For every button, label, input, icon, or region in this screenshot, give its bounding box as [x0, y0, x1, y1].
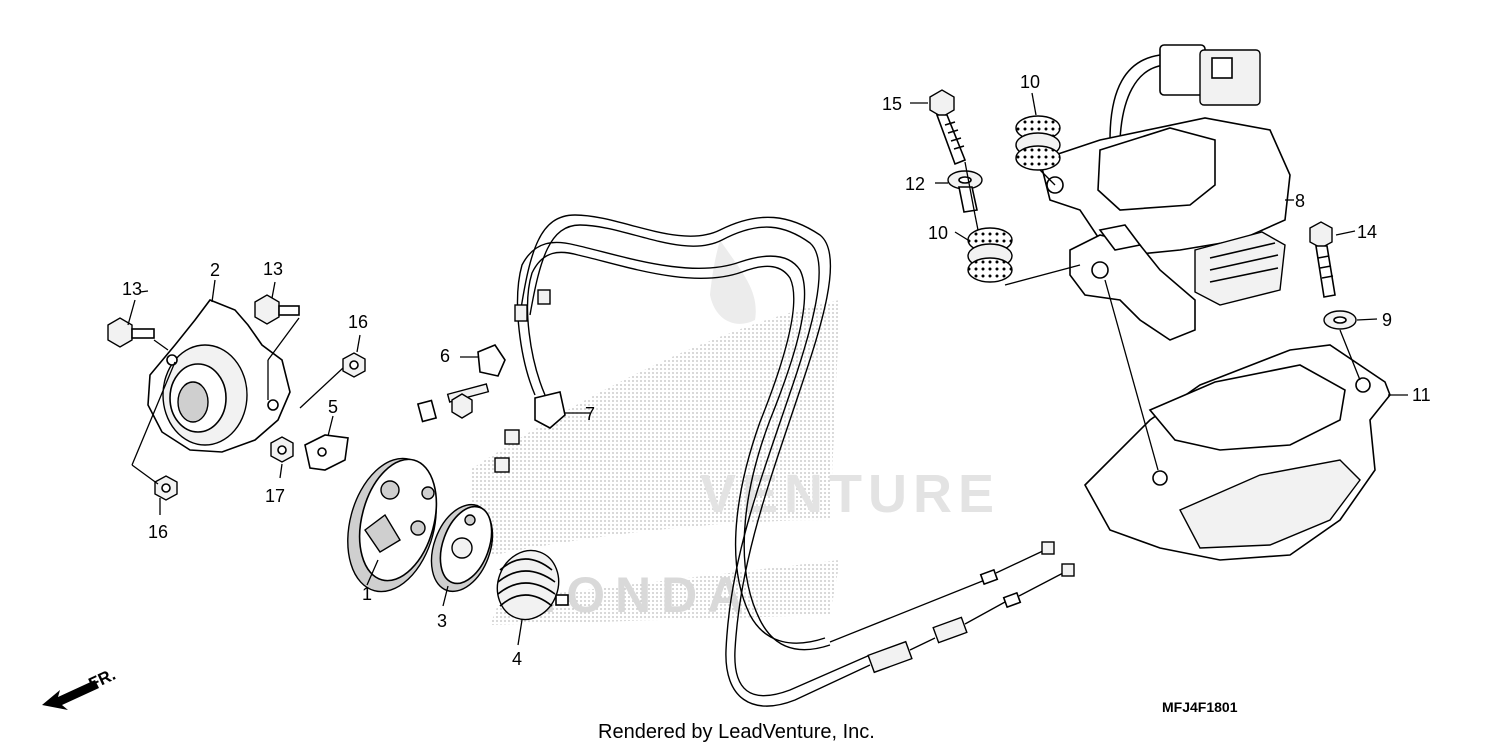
- callout-14: 14: [1357, 222, 1377, 242]
- bolt-13-left: [107, 317, 155, 348]
- bolt-14: [1309, 221, 1336, 298]
- cable-end-fitting-upper: [867, 563, 1075, 674]
- callout-13-right: 13: [263, 259, 283, 279]
- callout-12: 12: [905, 174, 925, 194]
- bracket-11: [1084, 344, 1391, 561]
- pulley-cover-plate: [147, 299, 291, 453]
- diagram-code: MFJ4F1801: [1162, 699, 1238, 715]
- front-direction-indicator: FR.: [42, 665, 119, 710]
- callout-5: 5: [328, 397, 338, 417]
- callout-6: 6: [440, 346, 450, 366]
- callout-1: 1: [362, 584, 372, 604]
- callout-9: 9: [1382, 310, 1392, 330]
- callout-10-lower: 10: [928, 223, 948, 243]
- throttle-actuator-body: [1039, 117, 1291, 341]
- callout-13-left: 13: [122, 279, 142, 299]
- callout-4: 4: [512, 649, 522, 669]
- callout-17: 17: [265, 486, 285, 506]
- lock-plate-5: [304, 434, 349, 471]
- credit-text: Rendered by LeadVenture, Inc.: [598, 721, 875, 743]
- callout-7: 7: [585, 404, 595, 424]
- callout-15: 15: [882, 94, 902, 114]
- washer-9: [1323, 310, 1357, 330]
- nut-17: [270, 436, 294, 463]
- grommet-10-upper: [1015, 115, 1061, 171]
- grommet-10-lower: [967, 227, 1013, 283]
- bolt-13-right: [254, 294, 300, 325]
- leader-lines: [127, 92, 1408, 646]
- pulley-3: [430, 503, 494, 593]
- bolt-15: [929, 89, 967, 166]
- callout-16-lower: 16: [148, 522, 168, 542]
- callout-2: 2: [210, 260, 220, 280]
- callout-10-upper: 10: [1020, 72, 1040, 92]
- cable-clamp-6: [416, 344, 506, 423]
- callout-8: 8: [1295, 191, 1305, 211]
- callout-11: 11: [1412, 385, 1431, 405]
- callout-16-upper: 16: [348, 312, 368, 332]
- collar-12: [947, 170, 983, 213]
- nut-16-lower: [154, 475, 178, 501]
- cable-clamp-7: [494, 391, 566, 473]
- cable-end-fitting-lower: [829, 541, 1055, 643]
- throttle-pulley-1: [347, 457, 438, 593]
- callout-3: 3: [437, 611, 447, 631]
- actuator-connector: [1109, 44, 1261, 141]
- nut-16-upper: [342, 352, 366, 378]
- return-spring-4: [496, 549, 569, 621]
- throttle-cable-assembly: [514, 214, 1075, 707]
